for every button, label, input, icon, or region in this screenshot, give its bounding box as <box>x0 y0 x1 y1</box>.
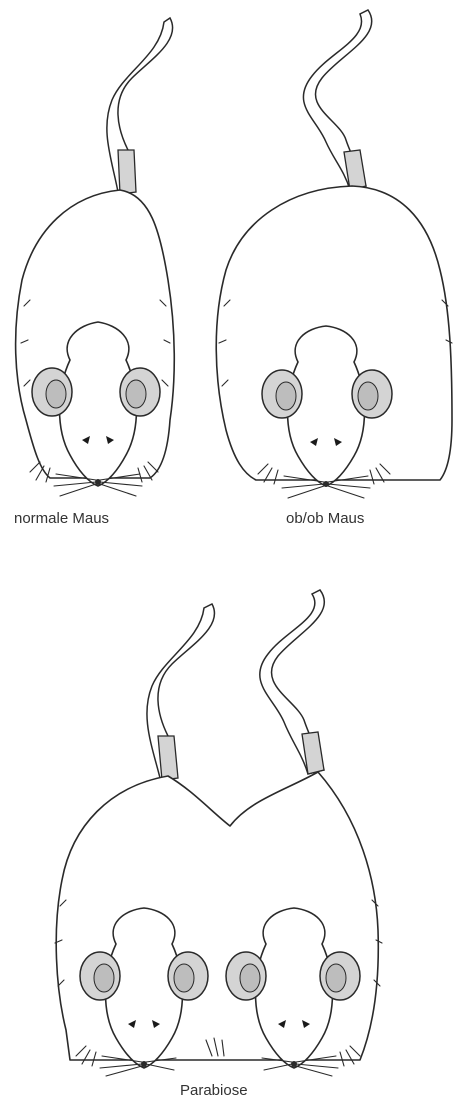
normal-mouse-illustration <box>16 18 175 496</box>
normal-mouse-tail <box>107 18 173 192</box>
parabiosis-illustration <box>55 590 382 1076</box>
normal-mouse-label: normale Maus <box>14 510 109 527</box>
ob-mouse-illustration <box>216 10 452 498</box>
ob-mouse-label: ob/ob Maus <box>286 510 364 527</box>
parabiosis-label: Parabiose <box>180 1082 248 1099</box>
parabiosis-left-tail <box>147 604 215 778</box>
